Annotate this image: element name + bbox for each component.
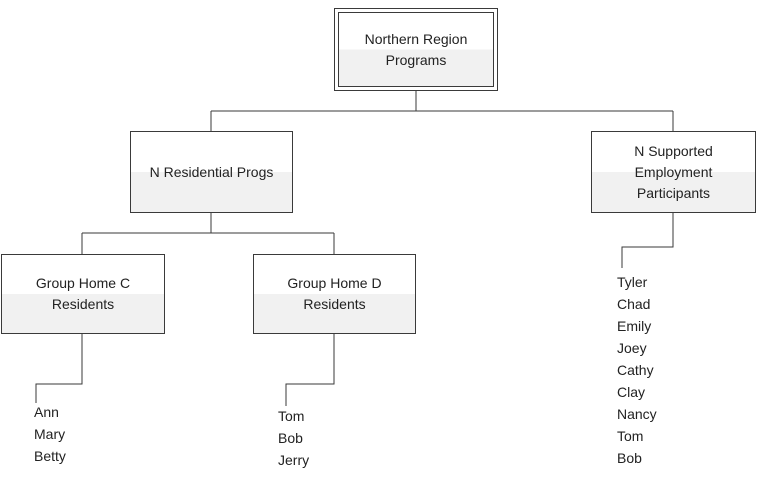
n-residential-progs-label: N Residential Progs	[149, 163, 274, 180]
list-item: Ann	[34, 404, 59, 420]
connector-employment-names	[621, 213, 674, 268]
list-item: Bob	[617, 450, 642, 466]
n-supported-employment-label: N Supported Employment Participants	[634, 142, 713, 201]
list-item: Clay	[617, 384, 646, 400]
list-item: Joey	[617, 340, 647, 356]
list-item: Nancy	[617, 406, 657, 422]
connector-group-home-d-names	[285, 334, 335, 406]
employment-participants-list: Tyler Chad Emily Joey Cathy Clay Nancy T…	[617, 271, 657, 469]
list-item: Mary	[34, 426, 66, 442]
list-item: Tyler	[617, 274, 648, 290]
list-item: Tom	[617, 428, 644, 444]
northern-region-programs-label: Northern Region Programs	[364, 30, 468, 68]
group-home-c-residents-list: Ann Mary Betty	[34, 401, 66, 467]
list-item: Bob	[278, 430, 303, 446]
list-item: Cathy	[617, 362, 654, 378]
list-item: Tom	[278, 408, 305, 424]
list-item: Emily	[617, 318, 652, 334]
n-supported-employment-node: N Supported Employment Participants	[591, 131, 756, 213]
northern-region-programs-node: Northern Region Programs	[334, 8, 498, 91]
connector-group-home-c-names	[35, 334, 83, 403]
list-item: Jerry	[278, 452, 310, 468]
group-home-c-label: Group Home C Residents	[35, 275, 131, 312]
group-home-d-residents-list: Tom Bob Jerry	[278, 405, 309, 471]
n-residential-progs-node: N Residential Progs	[130, 131, 293, 213]
group-home-d-node: Group Home D Residents	[253, 254, 416, 334]
group-home-c-node: Group Home C Residents	[1, 254, 165, 334]
list-item: Betty	[34, 448, 66, 464]
group-home-d-label: Group Home D Residents	[287, 275, 382, 312]
list-item: Chad	[617, 296, 651, 312]
